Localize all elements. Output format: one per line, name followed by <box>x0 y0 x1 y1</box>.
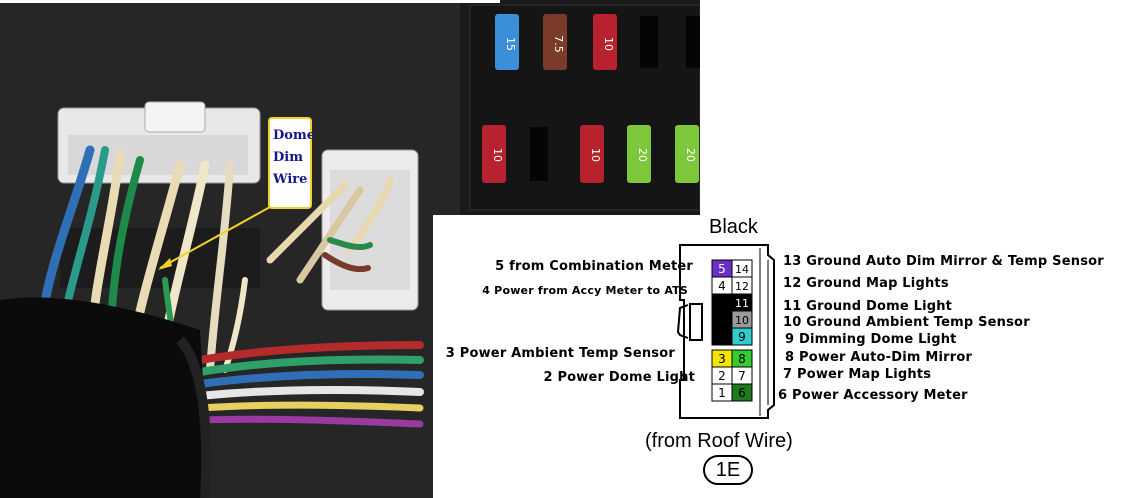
pin-cell-blank <box>711 310 733 329</box>
connector-color-label: Black <box>709 216 758 238</box>
fuse: 10 <box>593 14 617 70</box>
pin-number: 3 <box>718 352 726 366</box>
pin-cell-10: 10 <box>731 310 753 329</box>
pin-cell-14: 14 <box>731 259 753 278</box>
pin-cell-6: 6 <box>731 383 753 402</box>
top-strip <box>0 0 500 3</box>
pin-number: 9 <box>738 330 746 344</box>
pin-label-6: 6 Power Accessory Meter <box>778 388 968 403</box>
pin-label-11: 11 Ground Dome Light <box>783 299 953 314</box>
fuse: 10 <box>482 125 506 183</box>
pin-number: 1 <box>718 386 726 400</box>
fuse: 20 <box>627 125 651 183</box>
pin-cell-1: 1 <box>711 383 733 402</box>
pin-number: 5 <box>718 262 726 276</box>
callout-arrow <box>159 206 271 269</box>
fuse-label: 7.5 <box>552 35 565 53</box>
fuse-label: 20 <box>684 148 697 162</box>
pin-label-7: 7 Power Map Lights <box>783 367 932 382</box>
fuse-label: 10 <box>602 37 615 51</box>
pin-cell-2: 2 <box>711 366 733 385</box>
connector-id-badge: 1E <box>703 455 753 485</box>
pin-label-12: 12 Ground Map Lights <box>783 276 949 291</box>
fuse-label: 15 <box>504 37 517 51</box>
pin-label-4: 4 Power from Accy Meter to ATS <box>482 284 688 297</box>
fuse: 10 <box>580 125 604 183</box>
pin-number: 2 <box>718 369 726 383</box>
pin-label-2: 2 Power Dome Light <box>543 370 695 385</box>
callout-line: Wire <box>273 172 308 187</box>
fuse: 7.5 <box>543 14 567 70</box>
pin-label-5: 5 from Combination Meter <box>495 259 693 274</box>
pin-cell-blank <box>711 293 733 312</box>
pin-number: 12 <box>735 280 749 293</box>
source-label: (from Roof Wire) <box>645 430 793 452</box>
callout-line: Dome <box>273 128 315 143</box>
pin-label-13: 13 Ground Auto Dim Mirror & Temp Sensor <box>783 254 1104 269</box>
pin-cell-11: 11 <box>731 293 753 312</box>
fuse: 20 <box>675 125 699 183</box>
dome-dim-wire-callout: Dome Dim Wire <box>268 117 315 209</box>
pinout-panel <box>433 215 1125 498</box>
pin-number: 8 <box>738 352 746 366</box>
fuse-block: 15 7.5 10 10 10 20 20 <box>469 4 700 211</box>
pin-cell-12: 12 <box>731 276 753 295</box>
pin-number: 11 <box>735 297 749 310</box>
pin-number: 6 <box>738 386 746 400</box>
connector-diagram: 5 4 3 2 1 14 12 11 10 9 8 7 6 <box>676 244 775 419</box>
fuse-label: 10 <box>491 148 504 162</box>
pin-cell-9: 9 <box>731 327 753 346</box>
pin-cell-blank <box>711 327 733 346</box>
pin-cell-5: 5 <box>711 259 733 278</box>
white-connector <box>57 101 261 288</box>
pin-cell-4: 4 <box>711 276 733 295</box>
pin-number: 4 <box>718 279 726 293</box>
pin-label-10: 10 Ground Ambient Temp Sensor <box>783 315 1030 330</box>
fuse: 15 <box>495 14 519 70</box>
pin-cell-8: 8 <box>731 349 753 368</box>
pin-number: 7 <box>738 369 746 383</box>
pin-cell-3: 3 <box>711 349 733 368</box>
pin-label-3: 3 Power Ambient Temp Sensor <box>445 346 675 361</box>
pin-number: 14 <box>735 263 749 276</box>
fuse-label: 10 <box>589 148 602 162</box>
pin-label-9: 9 Dimming Dome Light <box>785 332 957 347</box>
tape-wrap <box>0 297 210 498</box>
pin-cell-7: 7 <box>731 366 753 385</box>
callout-line: Dim <box>273 150 303 165</box>
pin-number: 10 <box>735 314 749 327</box>
fuse-label: 20 <box>636 148 649 162</box>
pin-label-8: 8 Power Auto-Dim Mirror <box>785 350 973 365</box>
